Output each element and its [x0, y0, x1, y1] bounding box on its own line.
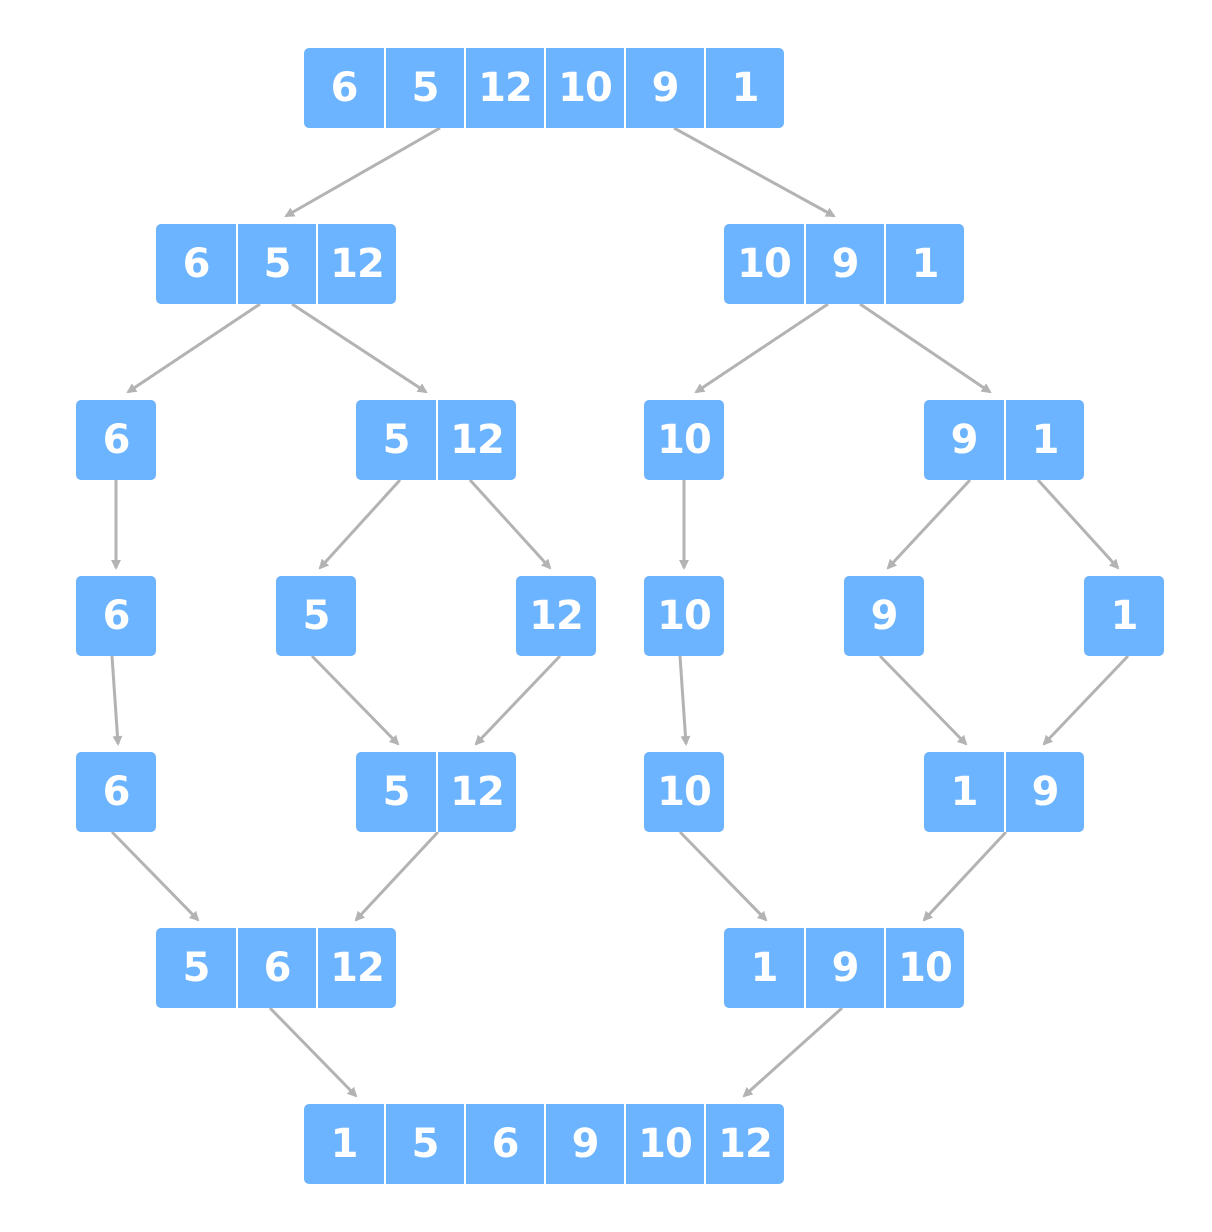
array-cell: 6: [330, 65, 359, 111]
arrow-n0-to-n1: [284, 126, 441, 218]
array-cell: 12: [704, 1104, 784, 1184]
array-cell: 9: [1004, 752, 1084, 832]
arrow-n13-to-n17: [110, 830, 200, 922]
array-cell: 12: [529, 593, 584, 639]
array-cell: 10: [657, 769, 712, 815]
arrow-n1-to-n4: [291, 302, 428, 394]
arrow-n2-to-n5: [694, 302, 829, 394]
arrow-n15-to-n18: [678, 830, 768, 922]
arrow-n12-to-n16: [1042, 654, 1130, 746]
array-node-n15: 10: [644, 752, 724, 832]
array-cell: 1: [330, 1121, 359, 1167]
array-node-n13: 6: [76, 752, 156, 832]
array-cell: 1: [950, 769, 979, 815]
array-node-n12: 1: [1084, 576, 1164, 656]
array-cell: 5: [384, 1104, 464, 1184]
array-cell: 1: [1004, 400, 1084, 480]
array-cell: 1: [704, 48, 784, 128]
array-node-n11: 9: [844, 576, 924, 656]
arrow-n8-to-n14: [310, 654, 400, 746]
arrow-n17-to-n19: [268, 1006, 358, 1098]
array-cell: 5: [182, 945, 211, 991]
array-node-n3: 6: [76, 400, 156, 480]
array-cell: 12: [436, 400, 516, 480]
array-cell: 5: [302, 593, 331, 639]
arrow-n0-to-n2: [673, 126, 836, 218]
arrow-n2-to-n6: [859, 302, 992, 394]
array-cell: 9: [624, 48, 704, 128]
array-cell: 9: [804, 224, 884, 304]
array-cell: 12: [436, 752, 516, 832]
arrow-n7-to-n13: [110, 655, 123, 746]
array-cell: 6: [102, 417, 131, 463]
arrow-n16-to-n18: [922, 830, 1008, 922]
array-node-n5: 10: [644, 400, 724, 480]
array-cell: 6: [182, 241, 211, 287]
array-cell: 5: [382, 417, 411, 463]
array-node-n9: 12: [516, 576, 596, 656]
array-cell: 9: [804, 928, 884, 1008]
array-node-n10: 10: [644, 576, 724, 656]
array-cell: 6: [464, 1104, 544, 1184]
array-cell: 10: [884, 928, 964, 1008]
array-cell: 10: [737, 241, 792, 287]
array-cell: 5: [384, 48, 464, 128]
arrow-n4-to-n9: [468, 478, 552, 570]
arrow-n1-to-n3: [126, 302, 261, 394]
array-cell: 1: [750, 945, 779, 991]
array-cell: 6: [102, 593, 131, 639]
arrow-n6-to-n11: [886, 478, 972, 570]
arrow-n4-to-n8: [318, 478, 402, 570]
array-cell: 9: [870, 593, 899, 639]
arrow-n14-to-n17: [354, 830, 440, 922]
array-cell: 1: [884, 224, 964, 304]
array-cell: 10: [544, 48, 624, 128]
arrow-n11-to-n16: [878, 654, 968, 746]
array-node-n14: 5 12: [356, 752, 516, 832]
array-cell: 12: [316, 928, 396, 1008]
array-node-n8: 5: [276, 576, 356, 656]
array-cell: 9: [950, 417, 979, 463]
arrow-n18-to-n19: [742, 1006, 844, 1098]
array-node-n4: 5 12: [356, 400, 516, 480]
arrow-n10-to-n15: [678, 655, 691, 746]
array-cell: 6: [102, 769, 131, 815]
array-cell: 1: [1110, 593, 1139, 639]
array-cell: 10: [624, 1104, 704, 1184]
array-cell: 5: [382, 769, 411, 815]
arrow-n9-to-n14: [474, 654, 562, 746]
array-cell: 10: [657, 593, 712, 639]
array-cell: 9: [544, 1104, 624, 1184]
array-node-n7: 6: [76, 576, 156, 656]
array-cell: 10: [657, 417, 712, 463]
array-cell: 6: [236, 928, 316, 1008]
array-cell: 12: [464, 48, 544, 128]
array-cell: 12: [316, 224, 396, 304]
array-cell: 5: [236, 224, 316, 304]
arrow-n6-to-n12: [1036, 478, 1120, 570]
